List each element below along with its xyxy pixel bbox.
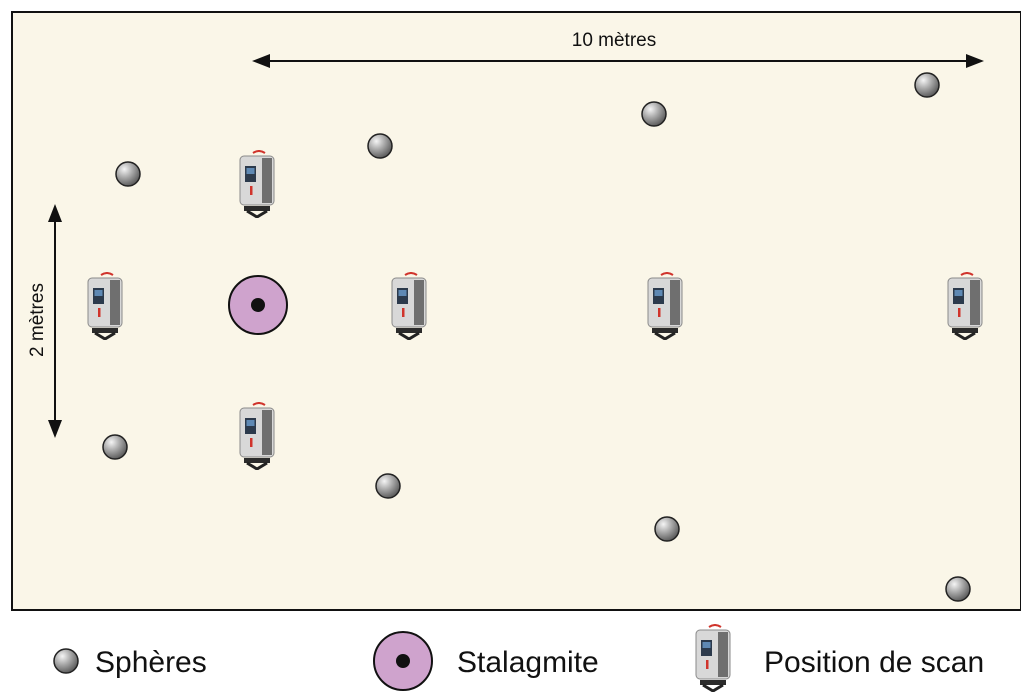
sphere-icon	[914, 72, 940, 98]
laser-scanner-icon	[238, 402, 276, 470]
sphere-icon	[102, 434, 128, 460]
legend-spheres-label: Sphères	[95, 646, 207, 679]
laser-scanner-icon	[646, 272, 684, 340]
legend-stalagmite-icon	[373, 631, 433, 691]
sphere-icon	[375, 473, 401, 499]
sphere-icon	[367, 133, 393, 159]
legend-stalagmite-label: Stalagmite	[457, 646, 599, 679]
diagram-frame	[11, 11, 1021, 611]
laser-scanner-icon	[390, 272, 428, 340]
vertical-dimension-label: 2 mètres	[27, 283, 48, 357]
laser-scanner-icon	[238, 150, 276, 218]
horizontal-dimension-arrow	[252, 54, 984, 68]
legend-scan-position-icon	[694, 624, 732, 692]
vertical-dimension-arrow	[48, 204, 62, 438]
sphere-icon	[654, 516, 680, 542]
legend-scan-position-label: Position de scan	[764, 646, 984, 679]
laser-scanner-icon	[86, 272, 124, 340]
sphere-icon	[115, 161, 141, 187]
laser-scanner-icon	[946, 272, 984, 340]
sphere-icon	[641, 101, 667, 127]
legend-sphere-icon	[53, 648, 79, 674]
stalagmite-icon	[228, 275, 288, 335]
horizontal-dimension-label: 10 mètres	[572, 30, 656, 51]
legend: Sphères Stalagmite Position de scan	[53, 624, 984, 692]
sphere-icon	[945, 576, 971, 602]
